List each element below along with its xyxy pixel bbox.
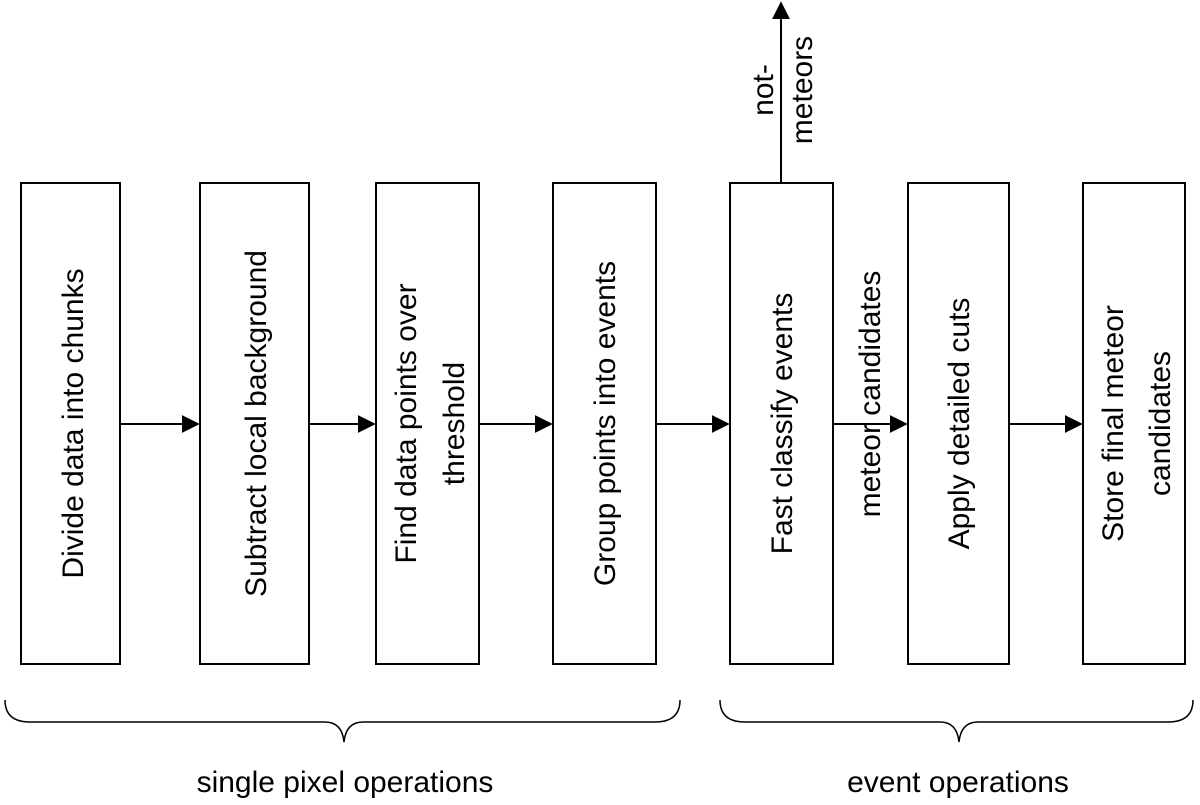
step-fast-classify: Fast classify events bbox=[729, 182, 834, 665]
step-apply-cuts: Apply detailed cuts bbox=[907, 182, 1010, 665]
step-label-line1: Find data points over bbox=[390, 283, 423, 563]
step-find-points: Find data points over threshold bbox=[375, 182, 480, 665]
step-group-points: Group points into events bbox=[552, 182, 657, 665]
step-label-line1: Store final meteor bbox=[1097, 305, 1130, 542]
edge-label-not-meteors-line2: meteors bbox=[786, 36, 819, 144]
step-label: Divide data into chunks bbox=[57, 268, 90, 578]
step-store-candidates: Store final meteor candidates bbox=[1082, 182, 1186, 665]
edge-label-meteor-candidates: meteor candidates bbox=[854, 271, 887, 518]
step-label: Subtract local background bbox=[240, 250, 273, 597]
step-divide-data: Divide data into chunks bbox=[20, 182, 121, 665]
edge-label-not-meteors-line1: not- bbox=[747, 64, 780, 116]
group-label-single-pixel: single pixel operations bbox=[197, 766, 494, 799]
brace-single-pixel bbox=[4, 699, 681, 743]
step-label: Apply detailed cuts bbox=[943, 298, 976, 550]
group-label-event: event operations bbox=[847, 766, 1069, 799]
step-label-line2: candidates bbox=[1144, 351, 1177, 496]
brace-event bbox=[719, 699, 1194, 743]
step-label-line2: threshold bbox=[438, 362, 471, 485]
step-subtract-background: Subtract local background bbox=[199, 182, 310, 665]
step-label: Group points into events bbox=[589, 261, 622, 586]
step-label: Fast classify events bbox=[766, 293, 799, 555]
